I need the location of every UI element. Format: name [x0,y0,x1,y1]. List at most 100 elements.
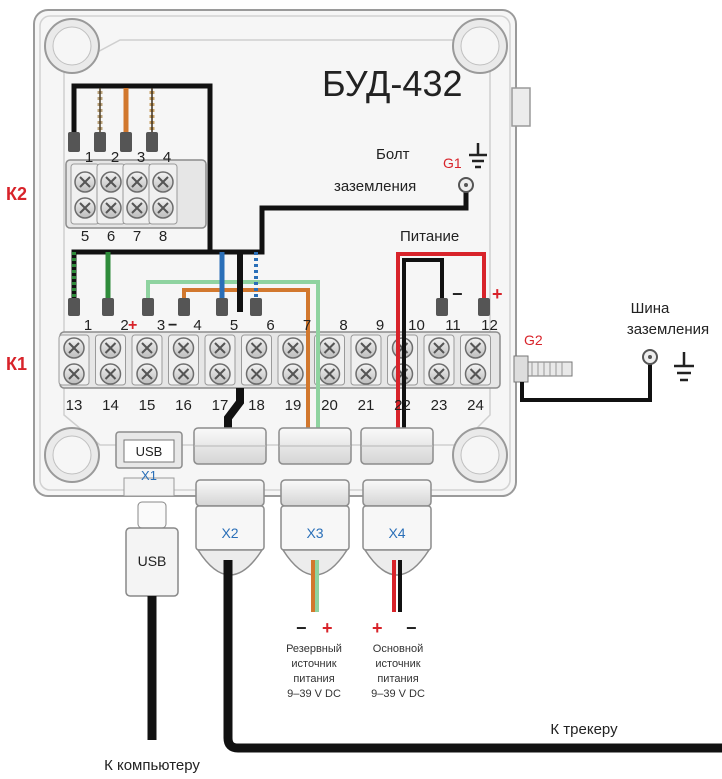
main-minus-sign: − [406,618,417,638]
k2-screw-bottom [74,197,96,219]
k1-screw-bottom [464,363,487,385]
k1-screw-bottom [245,363,268,385]
k1-terminal-number: 19 [285,397,302,414]
k1-terminal-number: 4 [193,317,201,334]
k1-terminal-number: 21 [358,397,375,414]
k2-screw-top [152,171,174,193]
cable-glands [193,427,434,576]
k2-terminal-number: 7 [133,228,141,245]
k2-terminal-number: 5 [81,228,89,245]
k1-screw-bottom [99,363,122,385]
k2-screw-bottom [126,197,148,219]
power-minus-sign: − [452,284,463,304]
k2-terminal-number: 6 [107,228,115,245]
k1-terminal-number: 20 [321,397,338,414]
ground-bolt-label-line1: Болт [376,146,410,163]
k1-4-minus-sign: − [168,317,177,334]
k1-screw-bottom [172,363,195,385]
terminal-block-k1 [58,331,501,389]
ground-bolt-label-line2: заземления [334,178,416,195]
terminal-block-k2 [65,159,207,229]
k1-screw-top [63,337,85,359]
k2-terminal-number: 8 [159,228,167,245]
k1-screw-bottom [428,363,450,385]
k2-terminal-number: 4 [163,149,171,166]
k1-terminal-number: 5 [230,317,238,334]
main-supply-label: Основной источник питания 9–39 V DC [371,643,425,700]
k2-terminal-number: 3 [137,149,145,166]
k1-terminal-number: 1 [84,317,92,334]
k2-screw-top [74,171,96,193]
k2-top-numbers: 1 2 3 4 [85,149,171,166]
k2-label: К2 [6,184,27,204]
to-tracker-label: К трекеру [550,721,618,738]
cable-gland [278,427,352,576]
k1-terminal-number: 6 [266,317,274,334]
k1-terminal-number: 14 [102,397,119,414]
k1-screw-bottom [318,363,341,385]
side-button [511,87,531,127]
k1-screw-bottom [209,363,231,385]
k2-bottom-numbers: 5 6 7 8 [81,228,167,245]
k1-3-plus-sign: + [128,317,137,334]
k1-screw-top [136,337,158,359]
k1-terminal-number: 17 [212,397,229,414]
x3-label: X3 [306,525,323,541]
k1-wires [68,192,490,440]
k2-terminal-number: 2 [111,149,119,166]
k2-screw-top [126,171,148,193]
g2-label: G2 [524,332,543,348]
k1-screw-top [318,337,341,359]
k1-screw-bottom [355,363,377,385]
reserve-plus-sign: + [322,618,333,638]
k1-terminal-number: 11 [445,317,461,334]
k1-terminal-number: 8 [339,317,347,334]
mounting-hole-br [452,427,508,483]
reserve-supply-line3: питания [293,673,334,685]
k1-label: К1 [6,354,27,374]
k1-terminal-number: 10 [408,317,425,334]
k1-terminal-number: 16 [175,397,192,414]
k1-terminal-number: 23 [431,397,448,414]
usb-cable [125,501,179,740]
power-label: Питание [400,228,459,245]
mounting-hole-tl [44,18,100,74]
reserve-supply-line2: источник [291,658,336,670]
k1-screw-bottom [136,363,158,385]
k1-screw-top [464,337,487,359]
x4-label: X4 [388,525,405,541]
k1-screw-top [282,337,304,359]
ground-bus-label-line1: Шина [631,300,670,317]
device-title: БУД-432 [322,63,462,104]
k1-screw-top [428,337,450,359]
ground-stud-g2 [513,349,658,402]
k1-screw-bottom [63,363,85,385]
k1-terminal-number: 3 [157,317,165,334]
to-computer-label: К компьютеру [104,757,200,774]
mounting-hole-bl [44,427,100,483]
reserve-supply-line1: Резервный [286,643,342,655]
reserve-minus-sign: − [296,618,307,638]
usb-port-label: USB [136,444,163,459]
ground-bus-label-line2: заземления [627,321,709,338]
k1-screw-top [172,337,195,359]
k2-screw-top [100,171,122,193]
k1-screw-top [99,337,122,359]
reserve-supply-label: Резервный источник питания 9–39 V DC [286,643,342,700]
ground-symbol-bus-icon [674,352,694,382]
k1-screw-top [245,337,268,359]
k1-screw-top [209,337,231,359]
ground-bolt-g1 [458,177,474,193]
g1-label: G1 [443,155,462,171]
main-supply-line1: Основной [373,643,423,655]
k1-terminal-number: 18 [248,397,265,414]
k2-terminal-number: 1 [85,149,93,166]
main-supply-line3: питания [377,673,418,685]
reserve-supply-line4: 9–39 V DC [287,688,341,700]
main-supply-line2: источник [375,658,420,670]
x1-label: X1 [141,468,157,483]
cable-gland [193,427,267,576]
cable-gland [360,427,434,576]
